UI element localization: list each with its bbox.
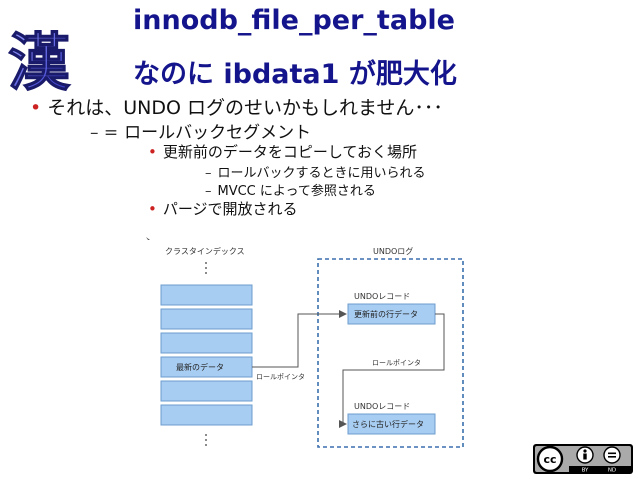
bullet-dash: – [205,184,212,199]
index-ellipsis-top [205,262,207,274]
slide-title-line2: なのに ibdata1 が肥大化 [133,59,457,90]
bullet-text: 更新前のデータをコピーしておく場所 [162,143,417,161]
undo-record1-text: 更新前の行データ [354,309,418,319]
bullet-text: ロールバックするときに用いられる [217,166,426,181]
undo-diagram: クラスタインデックス 最新のデータ UNDOログ UNDOレコード 更新前の行デ… [146,237,464,448]
bullet-dot-icon: • [148,143,157,161]
cc-license-badge[interactable]: cc BY ND [533,444,633,474]
bullet-dot-icon: • [148,200,157,218]
bullet-level4: –MVCC によって参照される [205,180,376,199]
bullet-text: それは、UNDO ログのせいかもしれません･･･ [47,97,443,119]
bullet-level4: –ロールバックするときに用いられる [205,162,426,181]
logo-char: 漢 [8,26,71,98]
svg-text:cc: cc [543,453,556,466]
index-label: クラスタインデックス [165,246,245,256]
bullet-text: MVCC によって参照される [217,184,376,199]
undo-log-label: UNDOログ [373,246,413,256]
bullet-level3: • パージで開放される [148,198,298,219]
bullet-marker: – = [90,123,119,143]
rollptr2-label: ロールポインタ [372,358,421,367]
slide-title-line1: innodb_file_per_table [133,5,455,36]
cc-icon: cc [536,445,564,473]
cursor-mark [146,237,150,240]
bullet-dot-icon: • [30,97,42,119]
rollptr-arrow1 [252,310,347,368]
nd-label: ND [608,468,616,474]
rollptr-arrow2 [339,313,445,428]
undo-log-frame [317,258,464,448]
index-page [160,308,253,330]
latest-data-label: 最新のデータ [176,362,224,372]
bullet-dash: – [205,166,212,181]
by-attribution-icon [576,446,594,464]
bullet-level3: • 更新前のデータをコピーしておく場所 [148,141,417,162]
undo-record2-text: さらに古い行データ [352,419,424,429]
bullet-level1: •それは、UNDO ログのせいかもしれません･･･ [30,93,443,120]
bullet-text: ロールバックセグメント [124,123,312,143]
undo-record2-label: UNDOレコード [354,402,410,411]
index-pages [160,284,253,426]
index-ellipsis-bottom [205,434,207,446]
by-label: BY [582,468,589,474]
bullet-level2: – =ロールバックセグメント [90,118,311,143]
index-page [160,380,253,402]
index-page [160,284,253,306]
undo-record2-box [347,413,436,435]
bullet-text: パージで開放される [162,200,298,218]
undo-record1-label: UNDOレコード [354,292,410,301]
index-page [160,404,253,426]
logo-kanji-icon: 漢 [7,25,71,98]
nd-noderivs-icon [603,446,621,464]
index-page [160,332,253,354]
rollptr1-label: ロールポインタ [256,372,305,381]
